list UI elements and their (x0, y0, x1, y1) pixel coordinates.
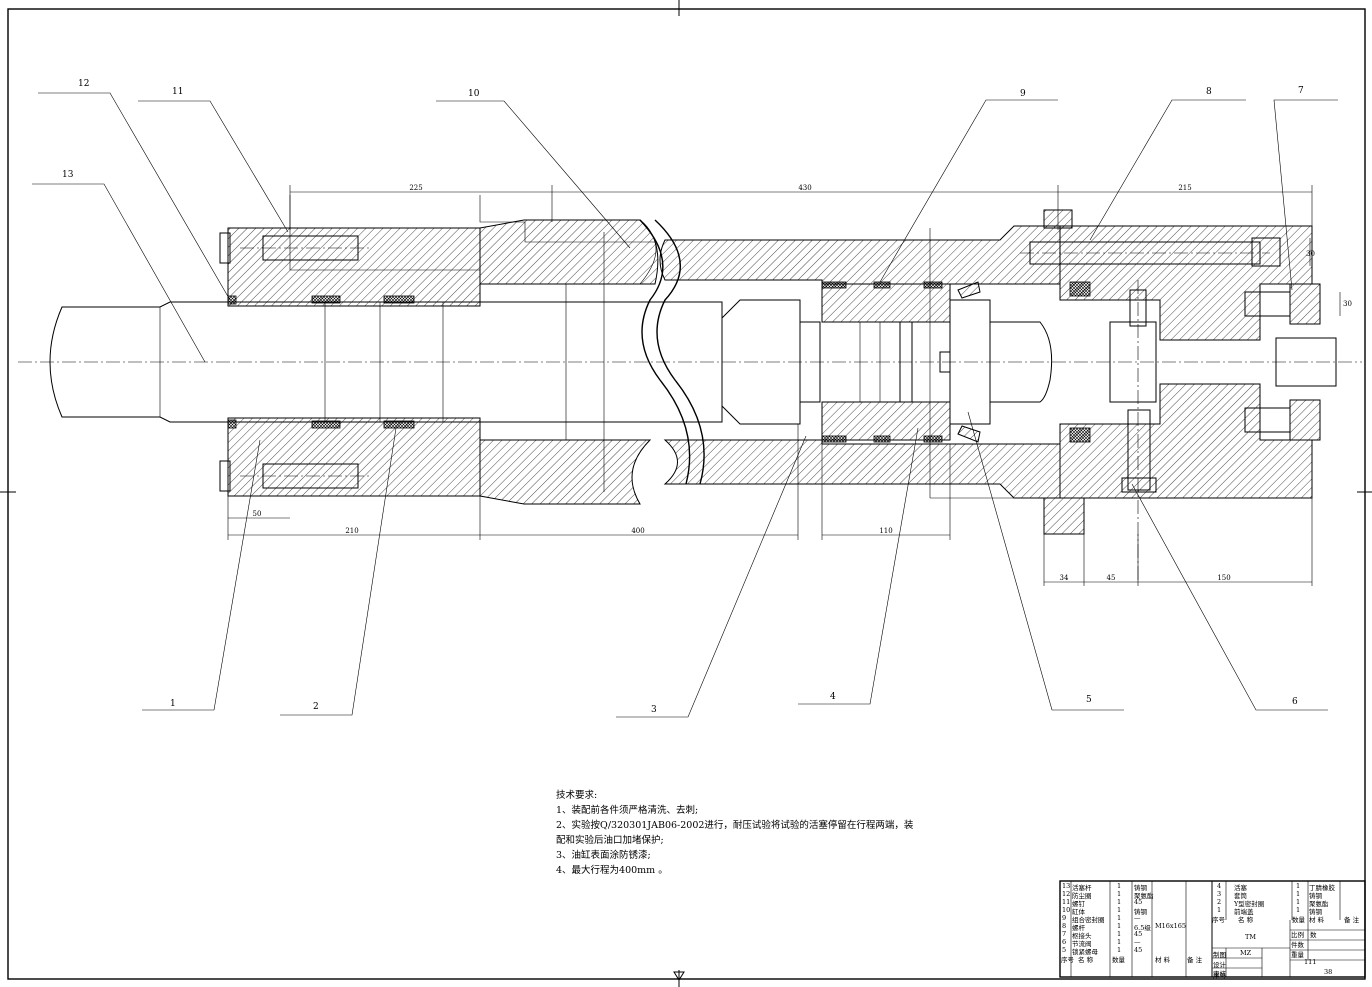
technical-requirements: 技术要求: 1、装配前各件须严格清洗、去刺; 2、实验按Q/320301JAB0… (556, 788, 913, 878)
callout-5: 5 (1086, 695, 1092, 705)
notes-line-5: 4、最大行程为400mm 。 (556, 865, 668, 876)
leader-lines (32, 92, 1338, 718)
dim-50: 50 (253, 510, 262, 518)
dim-top-mid: 430 (798, 184, 811, 192)
dim-top-left: 225 (409, 184, 422, 192)
cylinder-body (289, 195, 1061, 505)
notes-title: 技术要求: (556, 790, 598, 801)
dim-right-30b: 30 (1343, 300, 1352, 308)
notes-line-3: 配和实验后油口加堵保护; (556, 835, 664, 846)
callout-11: 11 (172, 87, 183, 97)
dim-45: 45 (1107, 574, 1116, 582)
callout-9: 9 (1020, 89, 1026, 99)
callout-13: 13 (62, 170, 74, 180)
dim-110: 110 (879, 527, 892, 535)
dim-400: 400 (631, 527, 644, 535)
rear-end-cap (1020, 209, 1337, 580)
front-end-cover (219, 227, 481, 497)
title-block (1059, 880, 1366, 978)
callout-3: 3 (651, 705, 657, 715)
callout-6: 6 (1292, 697, 1298, 707)
callout-labels: 12 11 13 10 9 8 7 1 2 3 4 5 6 (62, 79, 1304, 715)
notes-line-1: 1、装配前各件须严格清洗、去刺; (556, 805, 699, 816)
dim-34: 34 (1060, 574, 1069, 582)
callout-7: 7 (1298, 86, 1304, 96)
callout-10: 10 (468, 89, 480, 99)
dim-150: 150 (1217, 574, 1230, 582)
dim-right-30a: 30 (1306, 250, 1315, 258)
callout-4: 4 (830, 692, 836, 702)
callout-12: 12 (78, 79, 89, 89)
callout-2: 2 (313, 702, 319, 712)
callout-8: 8 (1206, 87, 1212, 97)
lock-nut (939, 281, 1053, 443)
notes-line-2: 2、实验按Q/320301JAB06-2002进行，耐压试验将试验的活塞停留在行… (556, 820, 914, 831)
dim-top-right: 215 (1178, 184, 1191, 192)
dimensions: 225 430 215 210 400 110 50 34 45 150 30 … (227, 184, 1352, 586)
callout-1: 1 (170, 699, 176, 709)
drawing-frame (7, 8, 1366, 980)
notes-line-4: 3、油缸表面涂防锈漆; (556, 850, 651, 861)
dim-210: 210 (345, 527, 358, 535)
